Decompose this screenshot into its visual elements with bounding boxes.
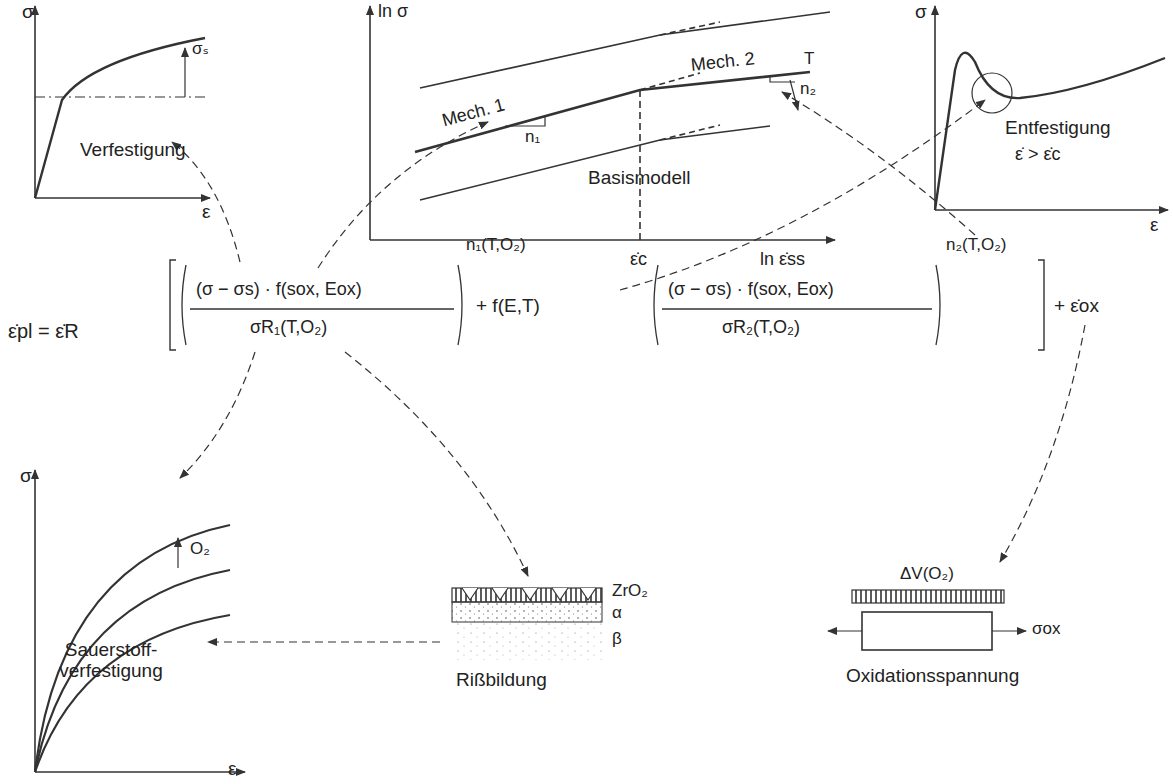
formula-term: + ε̇ox <box>1054 296 1099 317</box>
layer-label: ZrO₂ <box>612 582 648 601</box>
curve-label: Mech. 2 <box>690 49 756 75</box>
chart-label: Oxidationsspannung <box>846 666 1019 687</box>
curve-label: Mech. 1 <box>440 95 507 131</box>
layer-label: α <box>612 604 622 623</box>
formula-term: (σ − σs) · f(sox, Eox) <box>668 280 834 300</box>
layer-label: β <box>612 630 622 649</box>
axis-label: ln ε̇ss <box>760 250 805 270</box>
axis-label: σ <box>20 466 32 487</box>
chart-label: ε̇ > ε̇c <box>1015 145 1061 165</box>
formula-term: ε̇pl = ε̇R <box>8 320 79 342</box>
formula-term: (σ − σs) · f(sox, Eox) <box>196 280 362 300</box>
axis-label: ε <box>228 759 236 780</box>
chart-label: Basismodell <box>588 168 690 189</box>
chart-label: Sauerstoff- verfestigung <box>56 640 166 682</box>
chart-label: Rißbildung <box>456 670 547 691</box>
chart-label: Entfestigung <box>1005 118 1111 139</box>
quantity-label: ΔV(O₂) <box>900 565 954 584</box>
axis-label: σ <box>915 2 927 23</box>
slope-label: n₂ <box>800 80 816 99</box>
axis-label: ε̇c <box>630 250 647 270</box>
chart-label: Verfestigung <box>80 140 186 161</box>
axis-label: ε <box>1150 215 1158 236</box>
formula-term: σR₂(T,O₂) <box>722 318 800 338</box>
formula-exponent: n₂(T,O₂) <box>946 236 1006 255</box>
formula-term: σR₁(T,O₂) <box>250 318 327 338</box>
quantity-label: σox <box>1032 620 1060 639</box>
quantity-label: O₂ <box>190 540 210 559</box>
quantity-label: T <box>804 50 814 69</box>
formula-exponent: n₁(T,O₂) <box>466 236 526 255</box>
axis-label: σ <box>22 2 34 23</box>
axis-label: ln σ <box>378 2 408 22</box>
formula-term: + f(E,T) <box>476 296 540 317</box>
slope-label: n₁ <box>525 128 540 147</box>
axis-label: ε <box>202 202 210 223</box>
quantity-label: σₛ <box>192 40 209 59</box>
